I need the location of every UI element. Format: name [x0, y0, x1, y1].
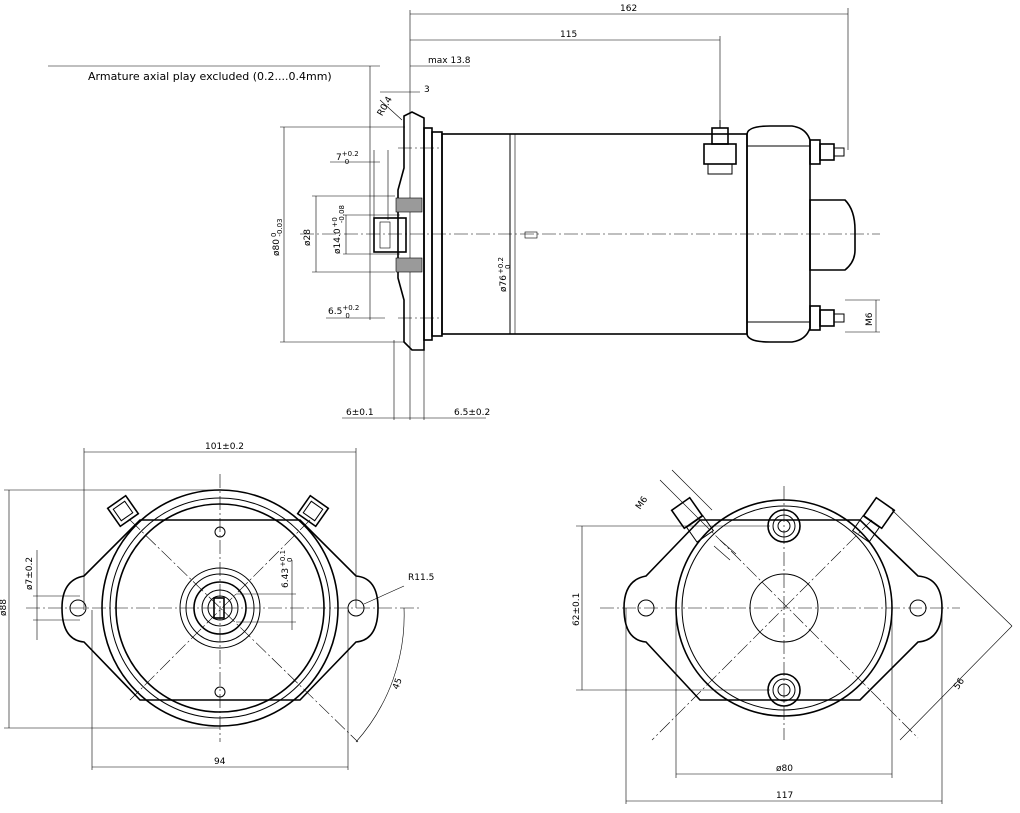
right-terminal-bottom	[809, 299, 880, 333]
dim-dia-28: ø28	[303, 229, 313, 246]
dim-key-643: 6.43+0.10	[279, 550, 294, 588]
rear-terminal-right	[851, 496, 896, 543]
dim-overall-length: 162	[620, 4, 637, 14]
dim-m6-side: M6	[865, 312, 875, 326]
dim-dia-80: ø800-0.03	[270, 218, 284, 256]
dim-width-94: 94	[214, 757, 226, 767]
dim-hole-7: ø7±0.2	[25, 557, 35, 590]
note-axial-play: Armature axial play excluded (0.2....0.4…	[88, 70, 332, 83]
dim-to-terminal: 115	[560, 30, 577, 40]
dim-r115: R11.5	[408, 573, 434, 583]
rear-view: M6 62±0.1 56 ø80 117	[572, 469, 1013, 804]
dim-max-shaft: max 13.8	[428, 56, 471, 66]
dim-width-117: 117	[776, 791, 793, 801]
dim-height-62: 62±0.1	[572, 593, 582, 626]
right-terminal-top	[809, 139, 845, 165]
side-view: 162 115 max 13.8 Armature axial play exc…	[48, 4, 880, 420]
rear-terminal-left	[670, 496, 715, 543]
dim-dia-80-rear: ø80	[776, 764, 793, 774]
dim-flange-6: 6±0.1	[346, 408, 374, 418]
dim-flange-65: 6.5±0.2	[454, 408, 490, 418]
dim-m6-rear: M6	[634, 495, 650, 512]
front-terminal-right	[296, 494, 330, 528]
dim-height-88: ø88	[0, 599, 9, 616]
front-view: 101±0.2 ø88 ø7±0.2	[0, 442, 434, 770]
dim-dist-56: 56	[952, 676, 967, 691]
dim-dia-14: ø14.0+0-0.08	[331, 205, 346, 254]
dim-angle-45: 45	[391, 677, 404, 691]
front-terminal-left	[106, 494, 140, 528]
dim-width-101: 101±0.2	[205, 442, 244, 452]
dim-radius-04: R0.4	[376, 95, 395, 118]
dim-shaft-step: 3	[424, 85, 430, 95]
top-terminal	[703, 120, 737, 175]
dim-dia-76: ø76+0.20	[497, 257, 512, 292]
